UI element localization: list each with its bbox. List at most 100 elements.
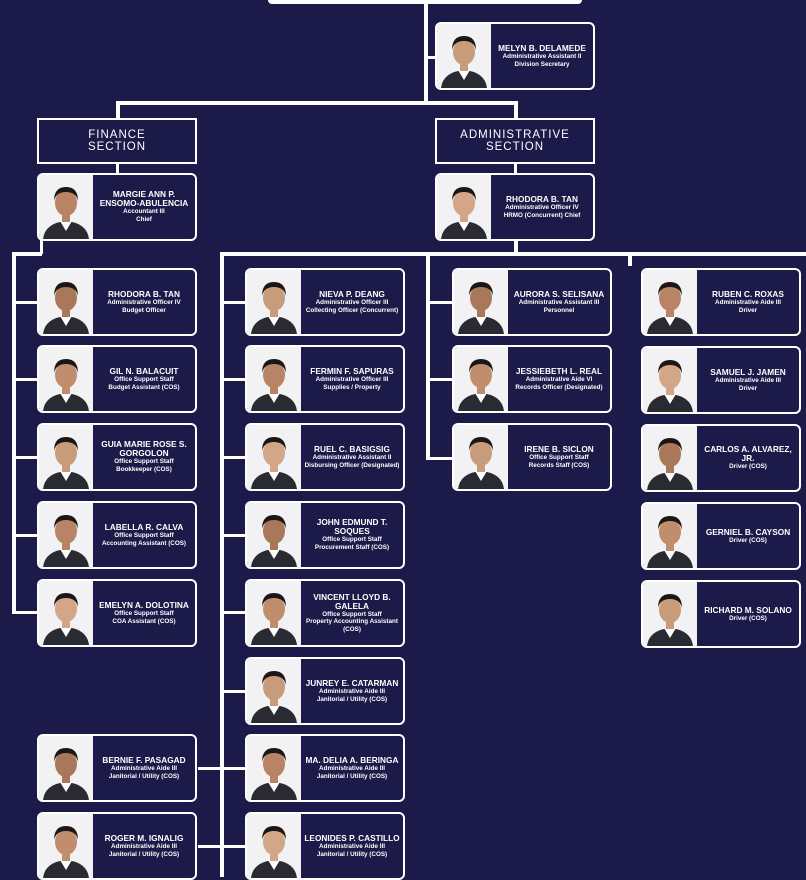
staff-role: Property Accounting Assistant (COS) (306, 618, 398, 633)
staff-title: Office Support Staff (114, 458, 174, 466)
staff-name: VINCENT LLOYD B. GALELA (313, 591, 391, 611)
staff-info: CARLOS A. ALVAREZ, JR.Driver (COS) (697, 426, 799, 490)
finance-section-label: FINANCE SECTION (87, 129, 147, 153)
staff-card-drivers-2: CARLOS A. ALVAREZ, JR.Driver (COS) (641, 424, 801, 492)
staff-role: Driver (738, 384, 758, 392)
staff-role: Driver (COS) (729, 536, 767, 544)
staff-role: Accounting Assistant (COS) (101, 539, 187, 547)
staff-name: RHODORA B. TAN (108, 288, 180, 299)
person-photo-icon (247, 736, 301, 800)
staff-name: NIEVA P. DEANG (319, 288, 385, 299)
staff-title: Office Support Staff (529, 453, 589, 461)
person-photo-icon (247, 503, 301, 567)
staff-title: Administrative Aide III (111, 842, 177, 850)
finance-section-header: FINANCE SECTION (37, 118, 197, 164)
person-photo-icon (437, 24, 491, 88)
staff-name: ROGER M. IGNALIG (104, 832, 184, 843)
person-photo-icon (643, 504, 697, 568)
staff-role: Chief (136, 216, 152, 223)
person-photo-icon (643, 348, 697, 412)
staff-role: Budget Assistant (COS) (108, 383, 180, 391)
staff-title: Administrative Aide III (319, 687, 385, 695)
staff-role: Personnel (543, 306, 575, 314)
staff-title: Administrative Aide III (111, 764, 177, 772)
person-photo-icon (39, 425, 93, 489)
staff-name: GUIA MARIE ROSE S. GORGOLON (101, 439, 187, 459)
person-photo-icon (454, 425, 508, 489)
staff-role: Bookkeeper (COS) (116, 466, 172, 473)
staff-title: Administrative Aide III (715, 298, 781, 306)
person-photo-icon (39, 581, 93, 645)
staff-title: Office Support Staff (114, 609, 174, 617)
staff-name: LABELLA R. CALVA (104, 521, 184, 532)
staff-title: Office Support Staff (114, 531, 174, 539)
person-photo-icon (247, 425, 301, 489)
staff-title: Administrative Officer III (315, 375, 389, 383)
staff-name: CARLOS A. ALVAREZ, JR. (704, 444, 792, 464)
staff-title: Administrative Officer IV (505, 203, 579, 211)
staff-title: Administrative Assistant III (518, 298, 600, 306)
staff-name: FERMIN F. SAPURAS (310, 365, 394, 376)
staff-name: RHODORA B. TAN (506, 193, 578, 204)
staff-name: GIL N. BALACUIT (109, 365, 179, 376)
staff-role: Supplies / Property (323, 383, 381, 391)
staff-role: Budget Officer (122, 306, 166, 314)
staff-title: Administrative Officer III (315, 298, 389, 306)
person-photo-icon (39, 270, 93, 334)
staff-name: RUEL C. BASIGSIG (314, 443, 390, 454)
staff-role: Collecting Officer (Concurrent) (305, 306, 399, 314)
person-photo-icon (643, 582, 697, 646)
staff-name: GERNIEL B. CAYSON (705, 526, 791, 537)
staff-role: HRMO (Concurrent) Chief (503, 211, 581, 219)
staff-name: JESSIEBETH L. REAL (515, 365, 603, 376)
staff-title: Administrative Aide III (715, 376, 781, 384)
staff-title: Office Support Staff (322, 536, 382, 544)
staff-name: RICHARD M. SOLANO (704, 604, 792, 615)
director-card-partial (268, 0, 582, 4)
person-photo-icon (247, 270, 301, 334)
staff-title: Administrative Aide VI (525, 375, 593, 383)
person-photo-icon (39, 347, 93, 411)
staff-role: Janitorial / Utility (COS) (316, 850, 388, 858)
staff-title: Administrative Assistant II (312, 453, 392, 461)
staff-name: RUBEN C. ROXAS (712, 288, 784, 299)
staff-role: Division Secretary (514, 60, 570, 68)
person-photo-icon (247, 659, 301, 723)
administrative-section-label: ADMINISTRATIVE SECTION (460, 129, 570, 153)
person-photo-icon (437, 175, 491, 239)
staff-role: Disbursing Officer (Designated) (304, 461, 400, 469)
staff-role: Records Officer (Designated) (515, 383, 603, 391)
person-photo-icon (247, 581, 301, 645)
